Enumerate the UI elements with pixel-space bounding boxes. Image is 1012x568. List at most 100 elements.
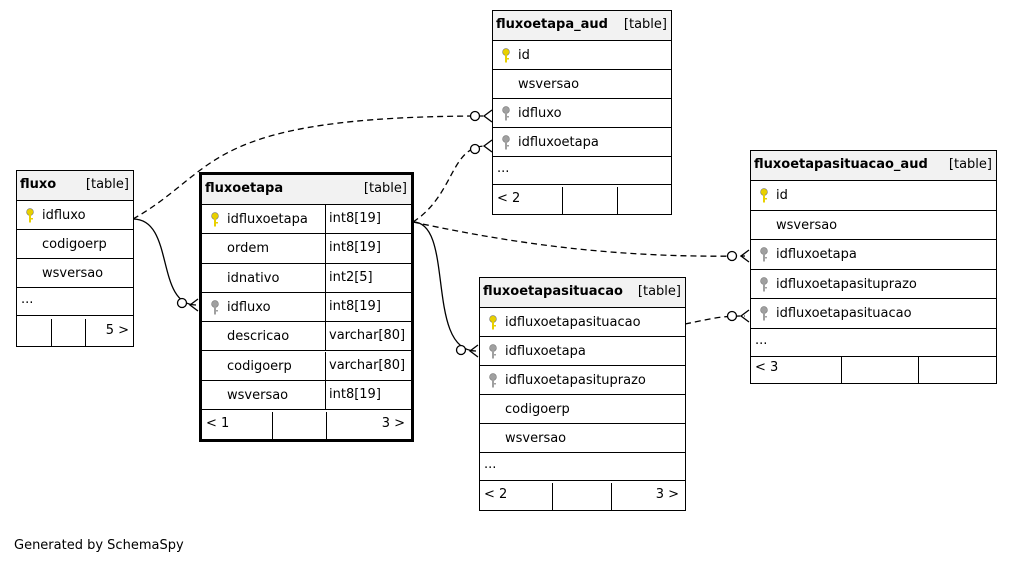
column-name: wsversao (776, 217, 838, 233)
table-name: fluxoetapa_aud (496, 17, 608, 32)
parents-count[interactable]: < 2 (480, 483, 552, 510)
table-footer: < 1 3 > (202, 412, 411, 439)
column-row[interactable]: codigoerp (480, 395, 685, 424)
primary-key-icon (488, 315, 498, 330)
more-columns-row: ... (17, 288, 133, 316)
foreign-key-icon (488, 373, 498, 388)
footer-label: < 3 (755, 360, 779, 375)
column-type: int8[19] (329, 298, 381, 314)
table-fluxoetapasituacao-aud[interactable]: fluxoetapasituacao_aud [table] id wsversa… (750, 150, 997, 384)
edge-fluxoetapa-fluxoetapa-aud (412, 145, 487, 223)
column-row[interactable]: idfluxoetapa (480, 337, 685, 366)
column-row[interactable]: idfluxoetapa (493, 128, 671, 157)
ellipsis: ... (484, 457, 497, 472)
table-name: fluxo (20, 177, 57, 192)
footer-cell[interactable] (841, 356, 918, 383)
parents-count[interactable]: < 2 (493, 187, 562, 214)
footer-cell[interactable] (51, 319, 85, 346)
column-name: idfluxoetapasituacao (776, 306, 912, 321)
children-count[interactable]: 3 > (611, 483, 685, 510)
children-count[interactable]: 3 > (326, 412, 411, 439)
column-name: descricao (227, 329, 290, 345)
column-name: idfluxoetapa (776, 247, 857, 262)
column-row[interactable]: wsversao (493, 70, 671, 99)
column-name: codigoerp (505, 402, 570, 417)
parents-count[interactable] (17, 319, 51, 346)
edge-situacao-situacao-aud (684, 315, 746, 325)
table-footer: < 2 (493, 187, 671, 214)
column-row[interactable]: idfluxoetapasituacao (751, 299, 996, 329)
column-row[interactable]: descricao varchar[80] (202, 322, 411, 352)
column-row[interactable]: idfluxoetapasituacao (480, 308, 685, 337)
table-header: fluxoetapasituacao [table] (480, 278, 685, 308)
column-row[interactable]: idfluxo (17, 201, 133, 230)
column-row[interactable]: wsversao (17, 259, 133, 288)
column-name: idfluxoetapa (518, 135, 599, 150)
table-fluxo[interactable]: fluxo [table] idfluxo codigoerp wsversao..… (16, 170, 134, 347)
table-kind: [table] (948, 157, 992, 172)
parents-count[interactable]: < 1 (202, 412, 272, 439)
column-type: varchar[80] (329, 357, 406, 373)
table-footer: < 2 3 > (480, 483, 685, 510)
column-name: idfluxoetapasituacao (505, 315, 641, 330)
column-row[interactable]: idfluxoetapasituprazo (751, 270, 996, 299)
edge-end-circle (726, 250, 738, 262)
footer-label: 3 > (655, 487, 679, 502)
foreign-key-icon (501, 106, 511, 121)
children-count[interactable]: 5 > (85, 319, 135, 346)
column-row[interactable]: wsversao (751, 211, 996, 240)
ellipsis: ... (755, 332, 768, 348)
footer-cell[interactable] (272, 412, 326, 439)
children-count[interactable] (617, 187, 671, 214)
column-name: idfluxoetapasituprazo (776, 276, 917, 292)
children-count[interactable] (918, 356, 996, 383)
edge-crowfoot (482, 139, 493, 153)
column-row[interactable]: id (751, 181, 996, 211)
column-row[interactable]: wsversao (480, 424, 685, 453)
column-type: int2[5] (329, 269, 373, 285)
ellipsis: ... (21, 292, 34, 307)
table-kind: [table] (363, 181, 407, 196)
footer-label: < 2 (484, 487, 508, 502)
foreign-key-icon (759, 247, 769, 262)
table-header: fluxo [table] (17, 171, 133, 201)
table-kind: [table] (623, 17, 667, 32)
edge-crowfoot (739, 309, 750, 323)
edge-end-circle (455, 344, 467, 356)
footer-cell[interactable] (562, 187, 617, 214)
edge-end-circle (176, 297, 188, 309)
more-columns-row: ... (480, 453, 685, 481)
column-row[interactable]: idfluxo (493, 99, 671, 128)
foreign-key-icon (210, 300, 220, 315)
edge-crowfoot (468, 344, 479, 358)
edge-fluxoetapa-fluxoetapasituacao (412, 221, 477, 352)
column-row[interactable]: id (493, 41, 671, 70)
footer-cell[interactable] (552, 483, 611, 510)
column-name: ordem (227, 241, 269, 257)
table-fluxoetapasituacao[interactable]: fluxoetapasituacao [table] idfluxoetapas… (479, 277, 686, 511)
table-name: fluxoetapa (205, 181, 284, 196)
column-type: int8[19] (329, 211, 381, 226)
column-name: codigoerp (42, 237, 107, 252)
table-kind: [table] (85, 177, 129, 192)
column-row[interactable]: codigoerp (17, 230, 133, 259)
table-kind: [table] (637, 284, 681, 299)
column-type: varchar[80] (329, 328, 406, 344)
ellipsis: ... (497, 161, 510, 176)
column-row[interactable]: idfluxoetapasituprazo (480, 366, 685, 395)
table-footer: < 3 (751, 356, 996, 383)
column-name: wsversao (227, 387, 289, 403)
parents-count[interactable]: < 3 (751, 356, 841, 383)
primary-key-icon (210, 212, 220, 227)
table-header: fluxoetapasituacao_aud [table] (751, 151, 996, 181)
column-row[interactable]: idfluxoetapa (751, 240, 996, 270)
